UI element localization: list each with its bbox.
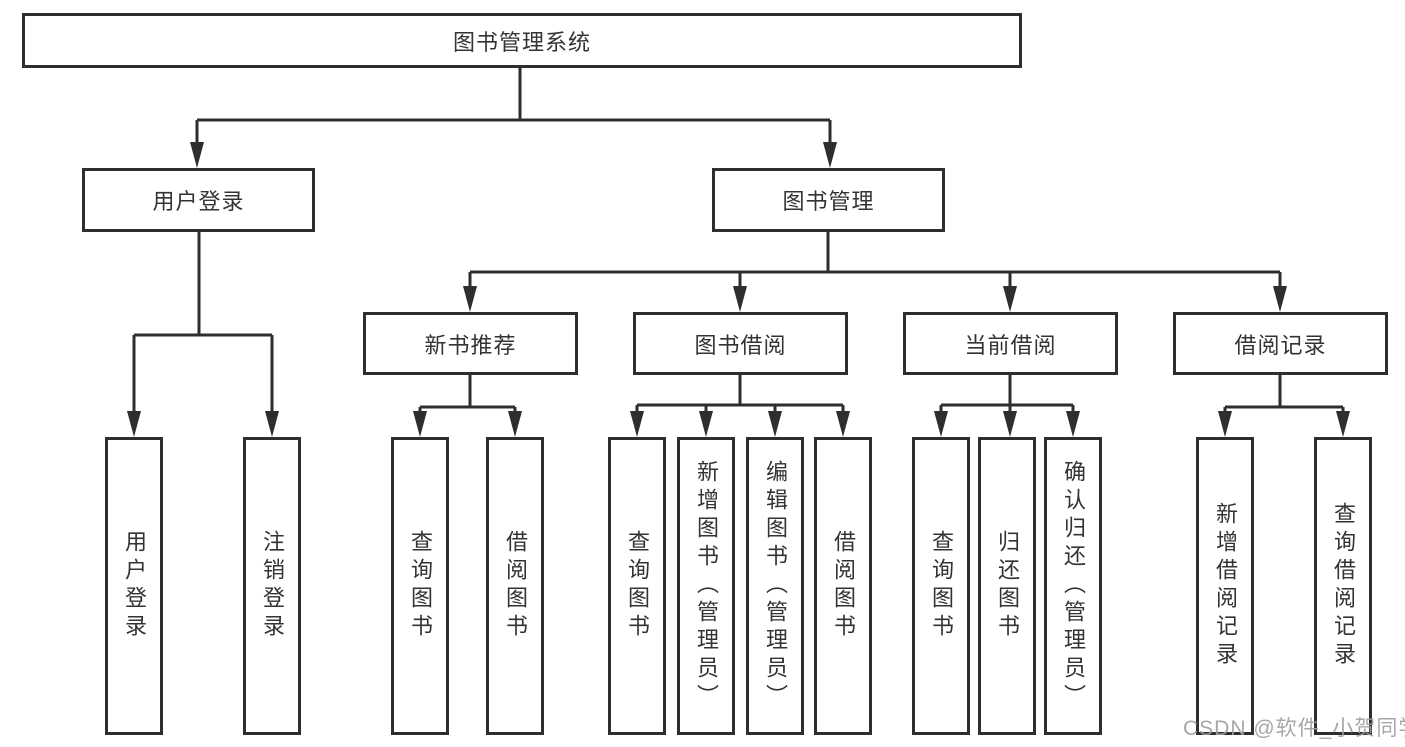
connector-records-to-leaves <box>1223 375 1345 415</box>
leaf-label: 查询图书 <box>408 530 433 642</box>
leaf-label: 编辑图书（管理员） <box>763 460 788 712</box>
leaf-label: 借阅图书 <box>831 530 856 642</box>
arrow-icon <box>630 411 644 437</box>
leaf-label: 归还图书 <box>995 530 1020 642</box>
leaf-add-books-admin: 新增图书（管理员） <box>677 437 735 735</box>
arrow-icon <box>1218 411 1232 437</box>
arrow-icon <box>768 411 782 437</box>
arrow-icon <box>836 411 850 437</box>
arrow-icon <box>190 142 204 168</box>
arrow-icon <box>1273 286 1287 312</box>
leaf-query-books-recommend: 查询图书 <box>391 437 449 735</box>
leaf-user-login: 用户登录 <box>105 437 163 735</box>
arrow-icon <box>1066 411 1080 437</box>
arrow-icon <box>733 286 747 312</box>
node-library-management-system: 图书管理系统 <box>22 13 1022 68</box>
leaf-label: 查询借阅记录 <box>1331 502 1356 670</box>
connector-root-to-level2 <box>195 68 832 146</box>
leaf-borrow-books-borrowing: 借阅图书 <box>814 437 872 735</box>
node-book-borrowing: 图书借阅 <box>633 312 848 375</box>
leaf-edit-books-admin: 编辑图书（管理员） <box>746 437 804 735</box>
arrow-icon <box>1003 286 1017 312</box>
leaf-borrow-books-recommend: 借阅图书 <box>486 437 544 735</box>
leaf-label: 用户登录 <box>122 530 147 642</box>
arrow-icon <box>508 411 522 437</box>
arrow-icon <box>823 142 837 168</box>
connector-user-login-to-leaves <box>132 232 274 415</box>
node-borrowing-records: 借阅记录 <box>1173 312 1388 375</box>
leaf-label: 查询图书 <box>625 530 650 642</box>
arrow-icon <box>265 411 279 437</box>
connector-borrowing-to-leaves <box>635 375 845 415</box>
node-book-management: 图书管理 <box>712 168 945 232</box>
leaf-add-borrow-record: 新增借阅记录 <box>1196 437 1254 735</box>
node-new-book-recommend: 新书推荐 <box>363 312 578 375</box>
arrow-icon <box>463 286 477 312</box>
leaf-label: 注销登录 <box>260 530 285 642</box>
arrow-icon <box>413 411 427 437</box>
leaf-logout: 注销登录 <box>243 437 301 735</box>
leaf-query-books-current: 查询图书 <box>912 437 970 735</box>
leaf-label: 确认归还（管理员） <box>1061 460 1086 712</box>
leaf-query-books-borrowing: 查询图书 <box>608 437 666 735</box>
arrowheads <box>127 142 1350 437</box>
arrow-icon <box>699 411 713 437</box>
leaf-confirm-return-admin: 确认归还（管理员） <box>1044 437 1102 735</box>
leaf-label: 查询图书 <box>929 530 954 642</box>
leaf-label: 新增图书（管理员） <box>694 460 719 712</box>
connector-current-to-leaves <box>939 375 1075 415</box>
connector-new-book-to-leaves <box>418 375 517 415</box>
leaf-label: 新增借阅记录 <box>1213 502 1238 670</box>
arrow-icon <box>127 411 141 437</box>
leaf-query-borrow-record: 查询借阅记录 <box>1314 437 1372 735</box>
arrow-icon <box>1336 411 1350 437</box>
arrow-icon <box>1003 411 1017 437</box>
node-user-login: 用户登录 <box>82 168 315 232</box>
connector-book-mgmt-to-level3 <box>468 232 1282 292</box>
node-current-borrowing: 当前借阅 <box>903 312 1118 375</box>
leaf-label: 借阅图书 <box>503 530 528 642</box>
csdn-watermark: CSDN @软件_小贺同学 <box>1183 717 1405 740</box>
arrow-icon <box>934 411 948 437</box>
leaf-return-books: 归还图书 <box>978 437 1036 735</box>
